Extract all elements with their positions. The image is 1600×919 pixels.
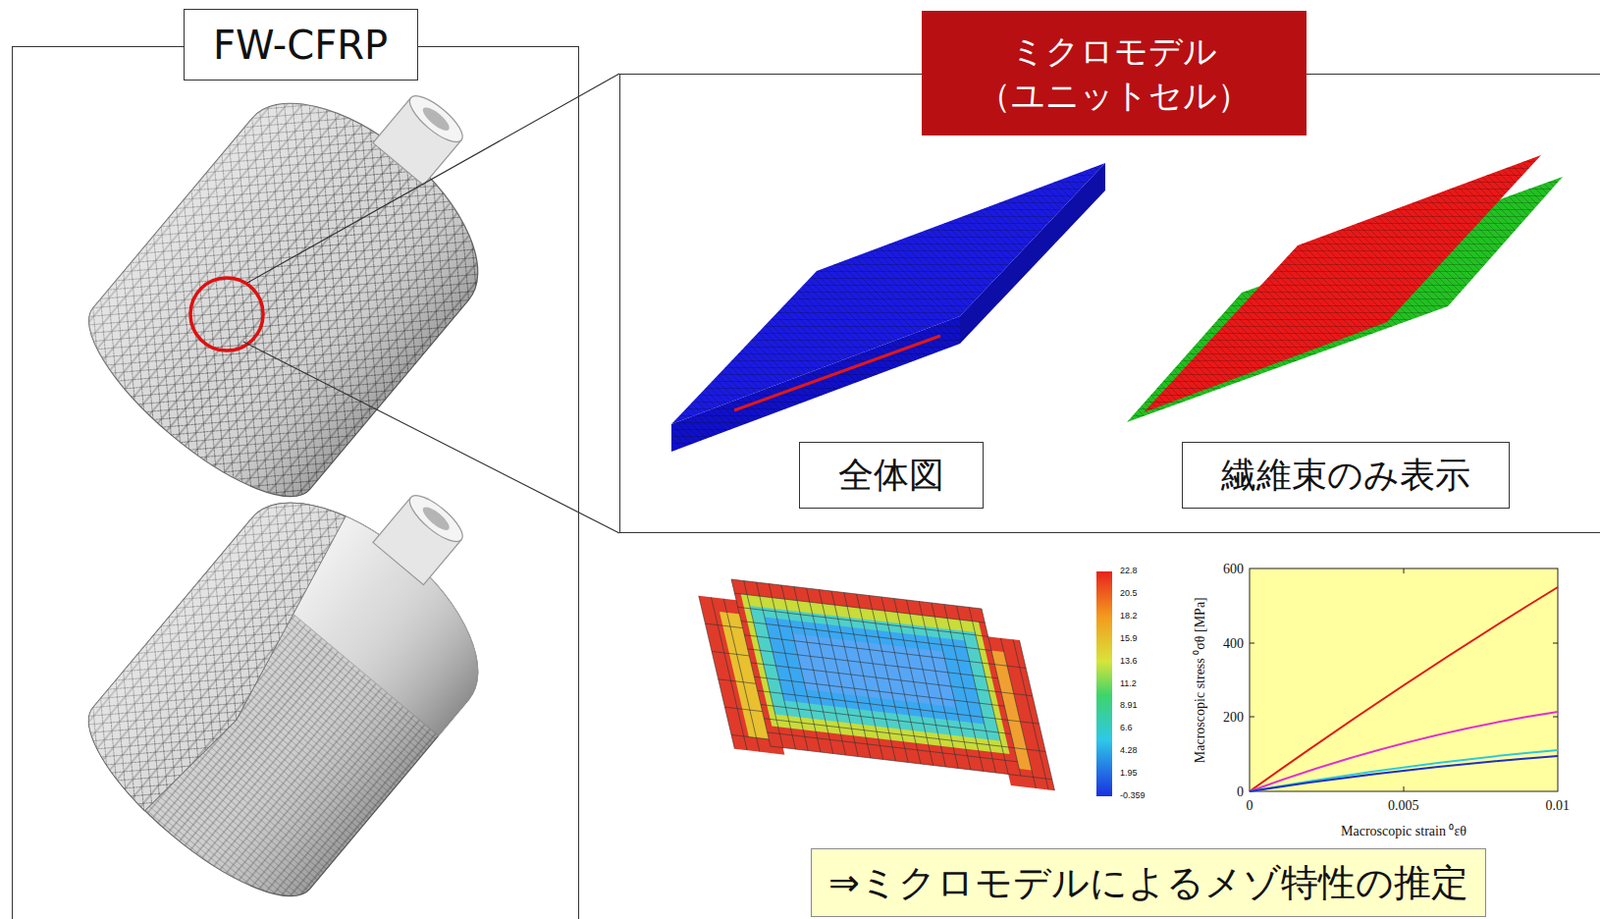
tank-bottom: [62, 418, 552, 919]
frame-box: FW-CFRP: [11, 46, 580, 919]
tag-box: 繊維束のみ表示: [1181, 441, 1510, 509]
leader-line: [243, 73, 620, 534]
panel-box: ミクロモデル （ユニットセル）全体図繊維束のみ表示: [619, 73, 1600, 534]
plate-grid: [731, 579, 1021, 776]
nozzle-end: [403, 88, 470, 150]
curve-red: [1249, 586, 1558, 792]
nozzle-hole: [420, 503, 453, 534]
axis-label: 20.5: [1120, 588, 1138, 599]
nozzle-end: [403, 487, 470, 549]
contour-plot: [693, 575, 1056, 792]
plot-area: [1249, 568, 1558, 792]
curve-magenta: [1249, 711, 1558, 792]
color-bar: [1096, 571, 1113, 797]
note-box: ⇒ミクロモデルによるメゾ特性の推定: [810, 848, 1487, 917]
axis-label: 4.28: [1120, 746, 1138, 756]
nozzle-hole: [420, 104, 453, 135]
tick-marks: [1249, 568, 1558, 792]
axis-label: -0.359: [1120, 791, 1146, 801]
curve-cyan: [1249, 749, 1558, 792]
curve-blue: [1249, 755, 1558, 792]
node-text: 繊維束のみ表示: [1221, 451, 1471, 500]
node-text: ⇒ミクロモデルによるメゾ特性の推定: [828, 857, 1469, 908]
axis-label: 8.91: [1120, 700, 1138, 711]
axis-label: 1.95: [1120, 768, 1138, 779]
frame-heading: FW-CFRP: [183, 8, 419, 81]
fiber-edge: [734, 335, 941, 411]
tag-box: 全体図: [799, 441, 984, 509]
axis-label: 22.8: [1120, 566, 1138, 577]
slab-top: [671, 162, 1106, 425]
tank-top: [62, 18, 552, 526]
axis-label: 0.005: [1387, 798, 1420, 813]
tank-shade: [62, 463, 515, 919]
slab-mesh: [671, 316, 960, 452]
axis-label: 0: [1246, 798, 1254, 813]
axis-label: 0: [1236, 784, 1244, 800]
axis-label: 6.6: [1120, 723, 1133, 734]
panel-heading: ミクロモデル （ユニットセル）: [921, 10, 1307, 136]
tank-body: [62, 463, 515, 919]
axis-label: 15.9: [1120, 634, 1138, 644]
axis-title: Macroscopic stress ⁰σθ [MPa]: [1191, 596, 1207, 763]
axis-label: Macroscopic strain ⁰εθ: [1340, 823, 1467, 839]
axis-label: 600: [1223, 561, 1244, 577]
node-text: ミクロモデル （ユニットセル）: [921, 29, 1307, 116]
axis-label: 0.01: [1546, 798, 1571, 813]
fiber-bundles: [1126, 155, 1563, 423]
axis-label: 13.6: [1120, 656, 1138, 667]
unit-cell: [671, 162, 1106, 452]
fiber-mesh: [1143, 155, 1542, 413]
stress-strain-chart: [1249, 568, 1558, 792]
axis-label: 11.2: [1120, 679, 1137, 690]
plate: [731, 579, 1021, 776]
node-text: 全体図: [838, 451, 945, 500]
axis-label: 18.2: [1120, 611, 1138, 622]
axis-label: 200: [1223, 709, 1244, 725]
slab-mesh: [671, 162, 1106, 425]
tank-body: [62, 63, 515, 526]
fiber-red: [1143, 155, 1542, 413]
node-text: FW-CFRP: [213, 22, 388, 68]
tank-shade: [62, 63, 515, 526]
axis-label: 400: [1223, 636, 1244, 651]
focus-circle: [190, 277, 264, 351]
